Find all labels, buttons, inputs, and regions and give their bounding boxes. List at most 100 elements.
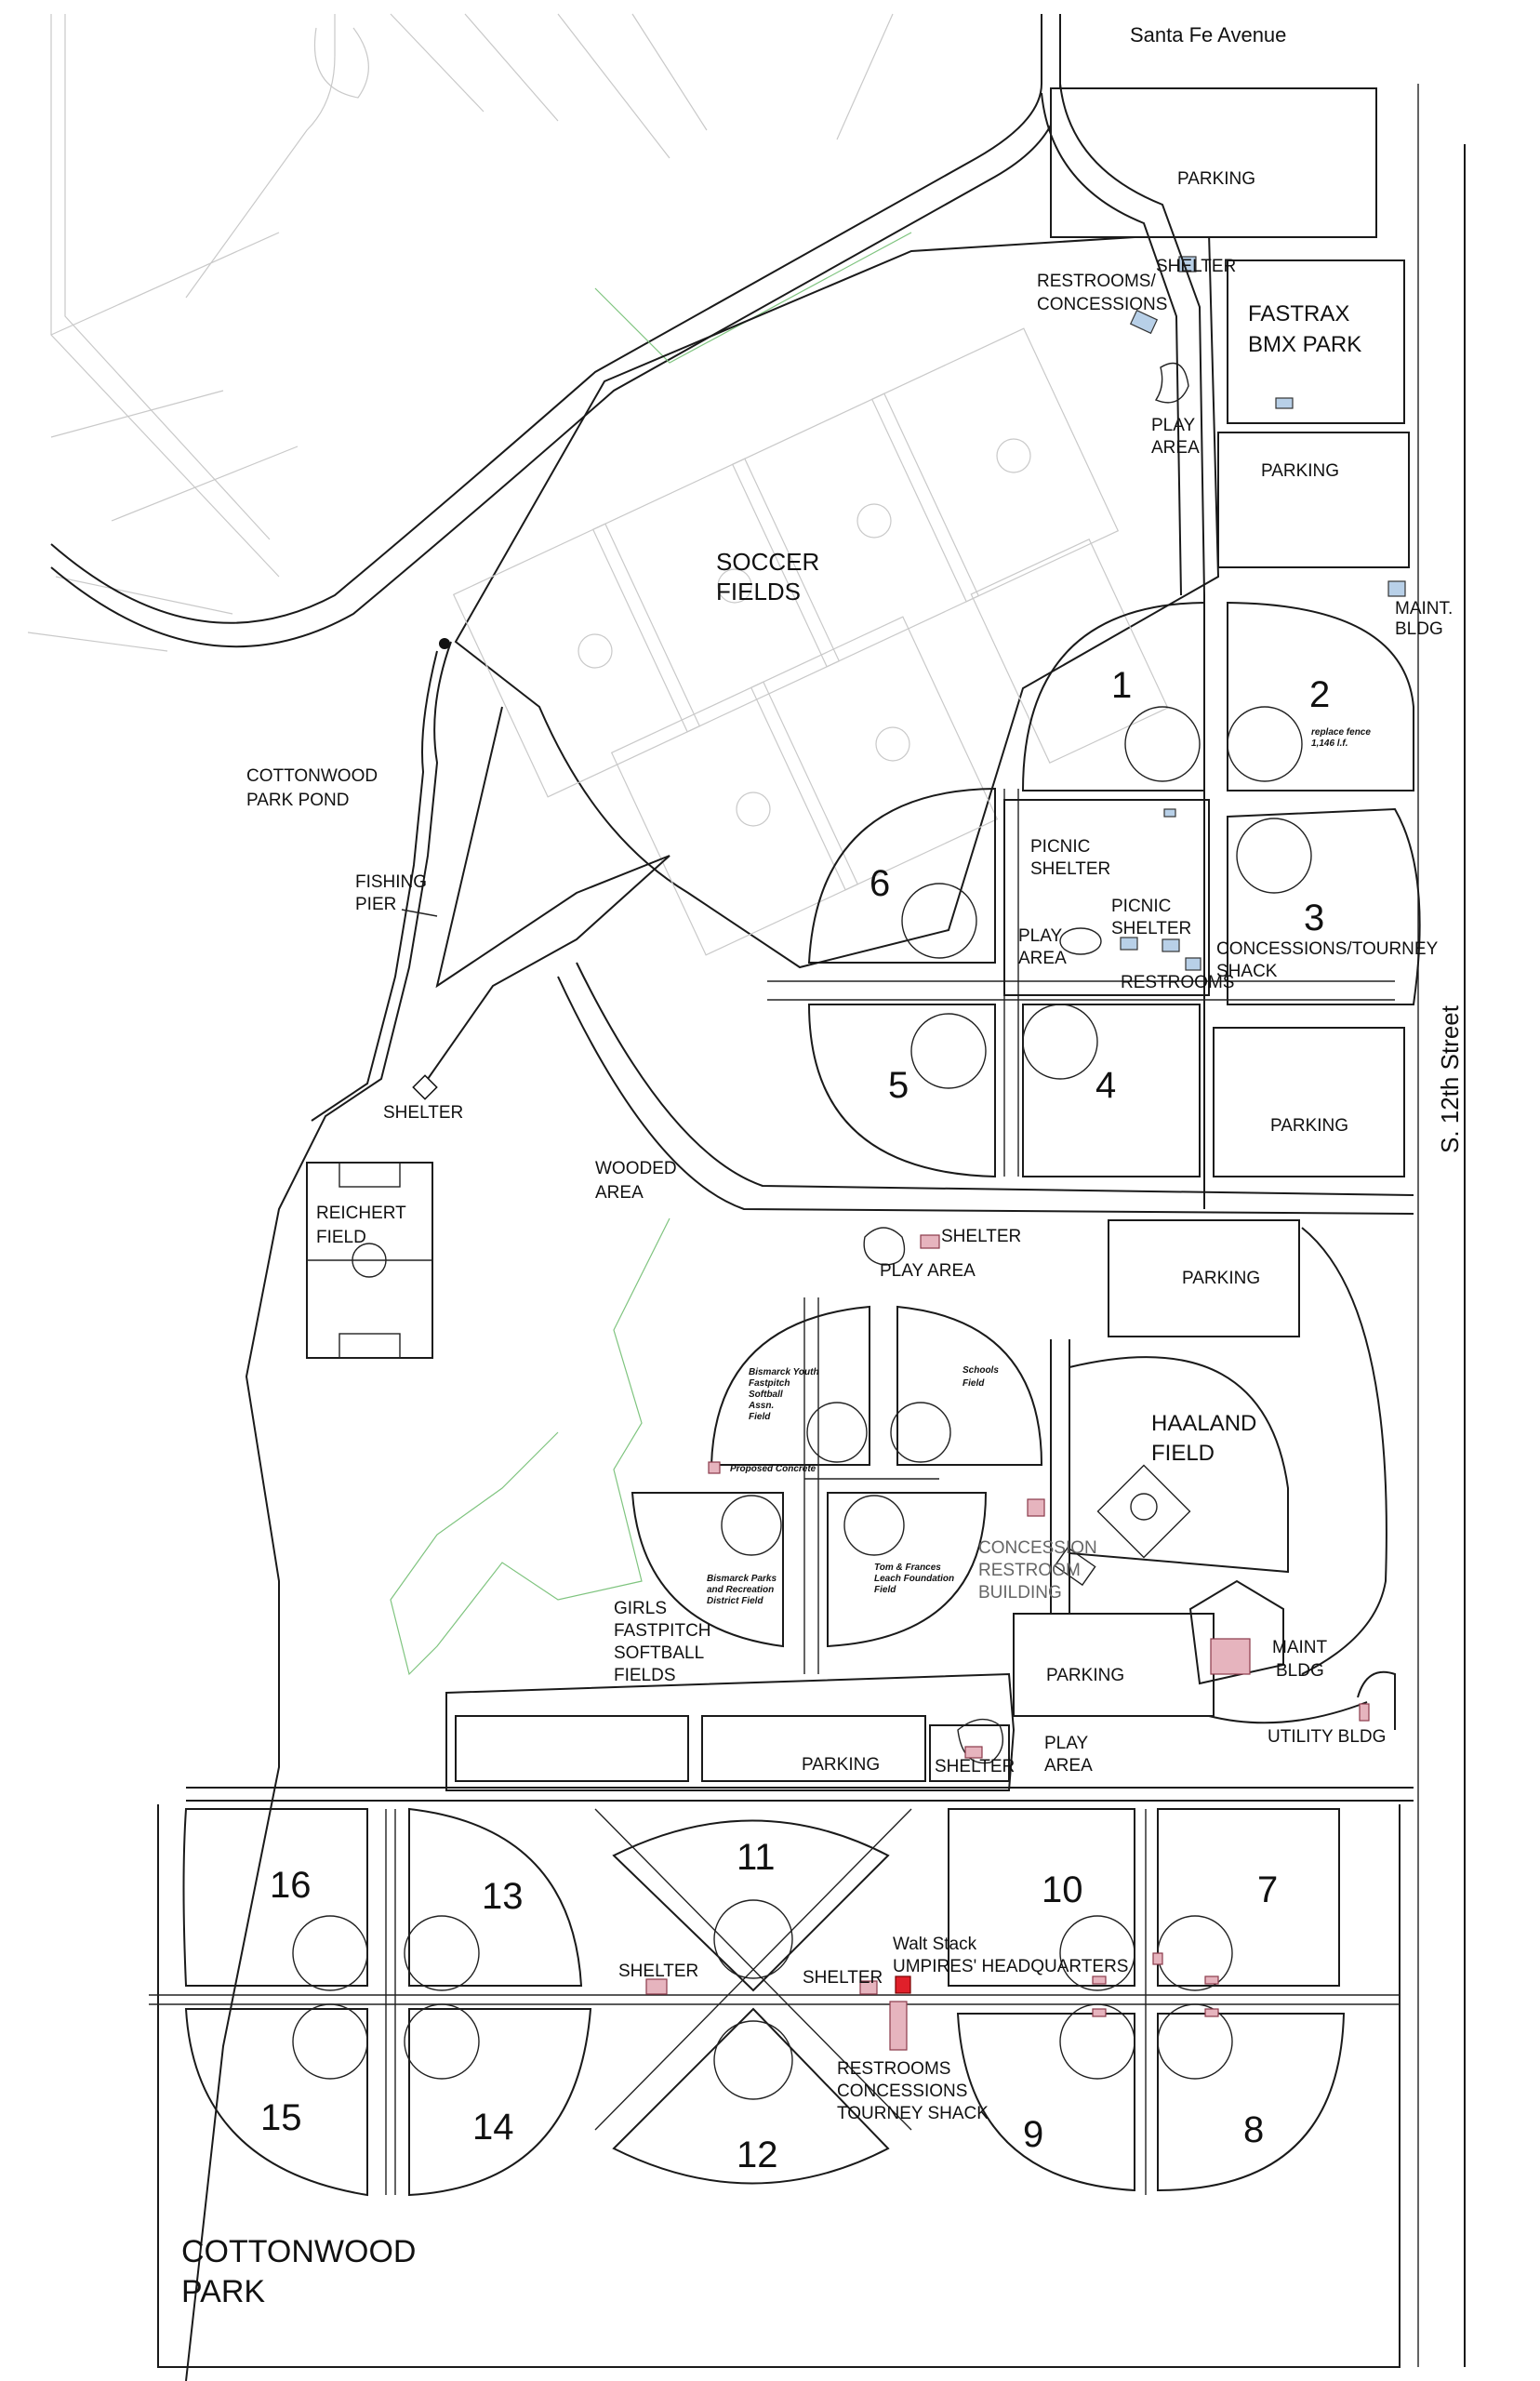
shelter-north-label: SHELTER bbox=[1156, 257, 1236, 276]
s-12th-street-label: S. 12th Street bbox=[1436, 1004, 1464, 1153]
field-15-number: 15 bbox=[260, 2097, 302, 2138]
picnic-shelter-label-2: SHELTER bbox=[1111, 919, 1191, 938]
pond-shoreline bbox=[185, 641, 452, 2381]
field-1-number: 1 bbox=[1111, 665, 1132, 706]
rct-label-1: RESTROOMS bbox=[837, 2059, 950, 2079]
shelter-pond-icon bbox=[412, 1074, 438, 1100]
concessions-tourney-label-1: CONCESSIONS/TOURNEY bbox=[1216, 939, 1439, 959]
restrooms-mid-label: RESTROOMS bbox=[1121, 973, 1234, 992]
maint-yard-outline bbox=[1188, 1579, 1284, 1685]
parking-label-south: PARKING bbox=[802, 1755, 880, 1775]
shelter-sw-label: SHELTER bbox=[618, 1962, 698, 1981]
pond-path bbox=[311, 650, 438, 1122]
picnic-label-2: PICNIC bbox=[1111, 897, 1171, 916]
girls-label-4: FIELDS bbox=[614, 1666, 676, 1685]
parking-lot-haaland bbox=[1013, 1613, 1215, 1717]
girls-label-3: SOFTBALL bbox=[614, 1643, 704, 1663]
field-7-number: 7 bbox=[1257, 1869, 1278, 1910]
maint-bldg-label-2: BLDG bbox=[1276, 1661, 1324, 1681]
byfsa-label-4: Assn. bbox=[748, 1401, 774, 1411]
east-road bbox=[1059, 83, 1205, 1209]
shelter-south-icon bbox=[964, 1746, 983, 1759]
picnic-label-1: PICNIC bbox=[1030, 837, 1090, 857]
field-6-number: 6 bbox=[870, 863, 890, 904]
park-name-line1: COTTONWOOD bbox=[181, 2234, 416, 2269]
parking-label-haaland: PARKING bbox=[1046, 1666, 1124, 1685]
picnic-shelter-icon bbox=[1120, 937, 1138, 951]
picnic-shelter-label-1: SHELTER bbox=[1030, 859, 1110, 879]
wooded-label-1: WOODED bbox=[595, 1159, 677, 1178]
south-perimeter-road bbox=[186, 1787, 1414, 1802]
byfsa-label-5: Field bbox=[749, 1412, 771, 1422]
schools-label-2: Field bbox=[962, 1378, 985, 1389]
shelter-mid-label: SHELTER bbox=[941, 1227, 1021, 1246]
field-8-number: 8 bbox=[1243, 2109, 1264, 2150]
haaland-label-2: FIELD bbox=[1151, 1441, 1215, 1466]
bprd-label-3: District Field bbox=[707, 1596, 763, 1606]
concessions-tourney-label-2: SHACK bbox=[1216, 962, 1278, 981]
restrooms-mid-icon bbox=[1185, 957, 1201, 971]
schools-label-1: Schools bbox=[962, 1365, 999, 1376]
shelter-sw-icon bbox=[645, 1978, 668, 1995]
maint-bldg-north-icon bbox=[1387, 580, 1406, 597]
bprd-label-2: and Recreation bbox=[707, 1585, 774, 1595]
maint-bldg-label-1: MAINT bbox=[1272, 1638, 1328, 1657]
field-16-number: 16 bbox=[270, 1865, 312, 1906]
mid-road-upper bbox=[576, 962, 1414, 1196]
parking-lot-south bbox=[701, 1715, 926, 1782]
field-14-number: 14 bbox=[472, 2107, 514, 2148]
concession-bldg-label-2: RESTROOM bbox=[978, 1561, 1081, 1580]
soccer-fields bbox=[452, 231, 1220, 969]
concession-bldg-label-1: CONCESSION bbox=[978, 1538, 1097, 1558]
santa-fe-avenue-label: Santa Fe Avenue bbox=[1130, 23, 1286, 47]
utility-bldg-label: UTILITY BLDG bbox=[1268, 1727, 1386, 1747]
parking-label-north: PARKING bbox=[1177, 169, 1255, 189]
play-area-north-shape bbox=[1154, 362, 1189, 404]
play-area-mid-north-label: PLAY AREA bbox=[880, 1261, 976, 1281]
haaland-label-1: HAALAND bbox=[1151, 1411, 1256, 1436]
field-13-number: 13 bbox=[482, 1876, 524, 1917]
fastrax-bmx-park bbox=[1227, 259, 1405, 424]
field-3-number: 3 bbox=[1304, 898, 1324, 938]
byfsa-label-2: Fastpitch bbox=[749, 1378, 790, 1389]
reichert-field bbox=[306, 1162, 433, 1359]
field-9-number: 9 bbox=[1023, 2114, 1043, 2155]
restrooms-north-label-1: RESTROOMS/ bbox=[1037, 272, 1156, 291]
bprd-label-1: Bismarck Parks bbox=[707, 1574, 777, 1584]
south-complex-outline bbox=[157, 1804, 1401, 2368]
fastrax-label-1: FASTRAX bbox=[1248, 301, 1349, 326]
play-label-south: PLAY bbox=[1044, 1734, 1089, 1753]
utility-access-road bbox=[1208, 1670, 1396, 1730]
restrooms-south-icon bbox=[889, 2001, 908, 2051]
restrooms-north-label-2: CONCESSIONS bbox=[1037, 295, 1167, 314]
parking-lot-mid-east bbox=[1108, 1219, 1300, 1337]
field-2-number: 2 bbox=[1309, 674, 1330, 715]
field-4-number: 4 bbox=[1095, 1065, 1116, 1106]
parking-label-bmx: PARKING bbox=[1261, 461, 1339, 481]
mid-road-lower bbox=[557, 976, 1414, 1215]
shelter-mid-icon bbox=[920, 1234, 940, 1249]
restrooms-north-icon bbox=[1129, 309, 1159, 335]
parking-lot-north bbox=[1050, 87, 1377, 238]
pond-peninsula bbox=[427, 706, 670, 1080]
park-name-line2: PARK bbox=[181, 2274, 265, 2309]
reichert-label-1: REICHERT bbox=[316, 1204, 406, 1223]
girls-fastpitch-fields bbox=[631, 1297, 1043, 1674]
play-label-mid: PLAY bbox=[1018, 926, 1063, 946]
field-11-number: 11 bbox=[737, 1837, 776, 1878]
parking-lot-bmx bbox=[1217, 432, 1410, 568]
fields-1-6 bbox=[767, 601, 1421, 1178]
soccer-label-1: SOCCER bbox=[716, 548, 819, 576]
girls-label-1: GIRLS bbox=[614, 1599, 667, 1618]
parking-label-mid-east: PARKING bbox=[1182, 1269, 1260, 1288]
walt-stack-label: Walt Stack bbox=[893, 1935, 977, 1954]
maint-bldg-icon bbox=[1210, 1638, 1251, 1675]
reichert-label-2: FIELD bbox=[316, 1228, 366, 1247]
replace-fence-note-2: 1,146 l.f. bbox=[1311, 738, 1348, 749]
parking-lot-south-west bbox=[455, 1715, 689, 1782]
parking-label-east: PARKING bbox=[1270, 1116, 1348, 1136]
fastrax-label-2: BMX PARK bbox=[1248, 332, 1361, 357]
pond-label-1: COTTONWOOD bbox=[246, 766, 378, 786]
path-marker-icon bbox=[439, 638, 450, 649]
